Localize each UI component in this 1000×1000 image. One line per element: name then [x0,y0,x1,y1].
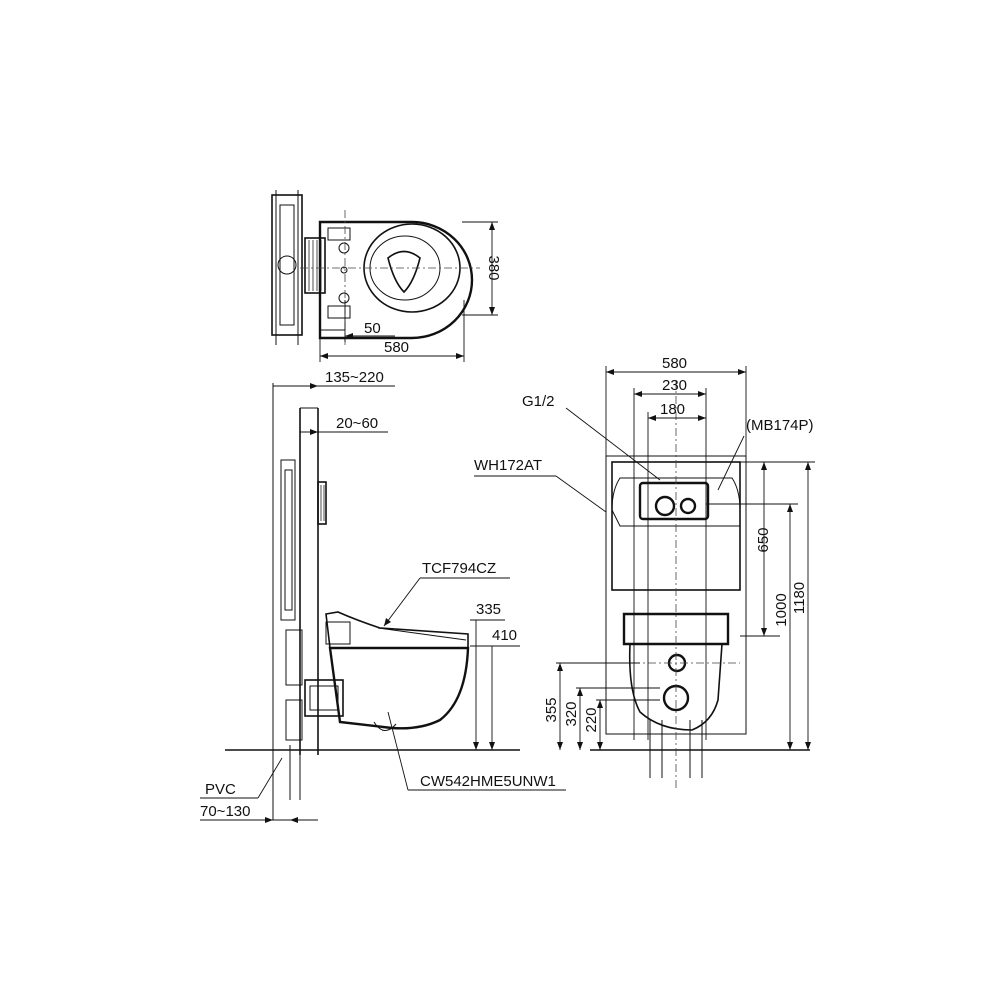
dim-height-2-label: 410 [492,627,517,644]
dim-320-label: 320 [563,701,580,726]
dim-220-label: 220 [583,707,600,732]
bowl-model-label: CW542HME5UNW1 [420,773,556,790]
dim-355-label: 355 [543,697,560,722]
frame-model-label: WH172AT [474,457,542,474]
dim-1000-label: 1000 [773,593,790,626]
dim-1180-label: 1180 [791,582,808,614]
dim-mount-230-label: 230 [662,377,687,394]
side-view: 135~220 20~60 TCF794CZ 335 410 CW54 [200,369,566,823]
dim-width-label: 380 [485,255,502,280]
plate-model-label: (MB174P) [746,417,814,434]
seat-model-label: TCF794CZ [422,560,496,577]
dim-650-label: 650 [755,527,772,552]
front-view: 580 230 180 G1/2 (MB174P) WH172AT 650 10… [474,355,815,790]
dim-height-1-label: 335 [476,601,501,618]
dim-wall-depth-label: 135~220 [325,369,384,386]
dim-depth-label: 580 [384,339,409,356]
dim-frame-width-label: 580 [662,355,687,372]
pipe-dim-label: 70~130 [200,803,250,820]
dim-panel-label: 20~60 [336,415,378,432]
pipe-material-label: PVC [205,781,236,798]
dim-mount-180-label: 180 [660,401,685,418]
inlet-label: G1/2 [522,393,555,410]
top-view: 380 50 580 [271,190,502,362]
dim-offset-label: 50 [364,320,381,337]
